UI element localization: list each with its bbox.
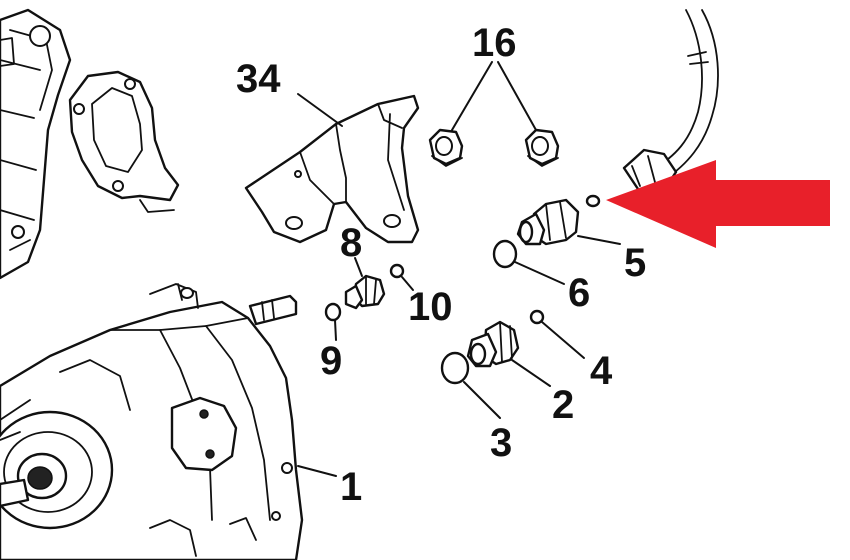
leader-5 bbox=[577, 235, 621, 245]
leader-3 bbox=[463, 381, 501, 419]
fitting-2 bbox=[466, 320, 520, 368]
washer-6 bbox=[492, 239, 518, 269]
bracket-hole bbox=[285, 216, 303, 230]
leader-lines bbox=[297, 61, 621, 477]
leader-10 bbox=[401, 276, 414, 291]
fitting-8 bbox=[344, 274, 386, 310]
leader-9 bbox=[334, 319, 337, 341]
red-arrow-indicator bbox=[606, 160, 830, 248]
o-ring-10 bbox=[389, 263, 405, 279]
washer-3 bbox=[440, 351, 470, 385]
pump-assembly-1 bbox=[0, 283, 304, 560]
housing-bolt-hole bbox=[29, 25, 51, 47]
gasket-hole bbox=[112, 180, 124, 192]
leader-1 bbox=[297, 465, 337, 477]
callout-8: 8 bbox=[340, 221, 362, 265]
callout-16: 16 bbox=[472, 21, 517, 65]
callout-6: 6 bbox=[568, 271, 590, 315]
callout-3: 3 bbox=[490, 421, 512, 465]
housing-bolt-hole bbox=[11, 225, 25, 239]
gasket-hole bbox=[73, 103, 85, 115]
gasket-hole bbox=[124, 78, 136, 90]
leader-34 bbox=[297, 93, 343, 127]
bracket-rivet bbox=[294, 170, 302, 178]
bracket-hole bbox=[383, 214, 401, 228]
gasket bbox=[68, 70, 180, 213]
o-ring-small bbox=[585, 194, 601, 208]
callout-34: 34 bbox=[236, 57, 281, 101]
leader-4 bbox=[541, 321, 585, 359]
callout-1: 1 bbox=[340, 465, 362, 509]
leader-2 bbox=[511, 359, 551, 387]
flange-nut-left bbox=[428, 128, 464, 167]
callout-10: 10 bbox=[408, 285, 453, 329]
callout-2: 2 bbox=[552, 383, 574, 427]
callout-5: 5 bbox=[624, 241, 646, 285]
leader-16-right bbox=[497, 61, 537, 131]
o-ring-4 bbox=[529, 309, 545, 325]
leader-8 bbox=[354, 257, 363, 277]
bracket-34 bbox=[244, 94, 420, 244]
callout-4: 4 bbox=[590, 349, 613, 393]
callout-9: 9 bbox=[320, 339, 342, 383]
flange-nut-right bbox=[524, 128, 560, 167]
leader-6 bbox=[514, 261, 565, 285]
fitting-5 bbox=[516, 198, 580, 246]
leader-16-left bbox=[451, 61, 493, 131]
o-ring-9 bbox=[324, 302, 342, 322]
upper-left-housing bbox=[0, 8, 72, 280]
